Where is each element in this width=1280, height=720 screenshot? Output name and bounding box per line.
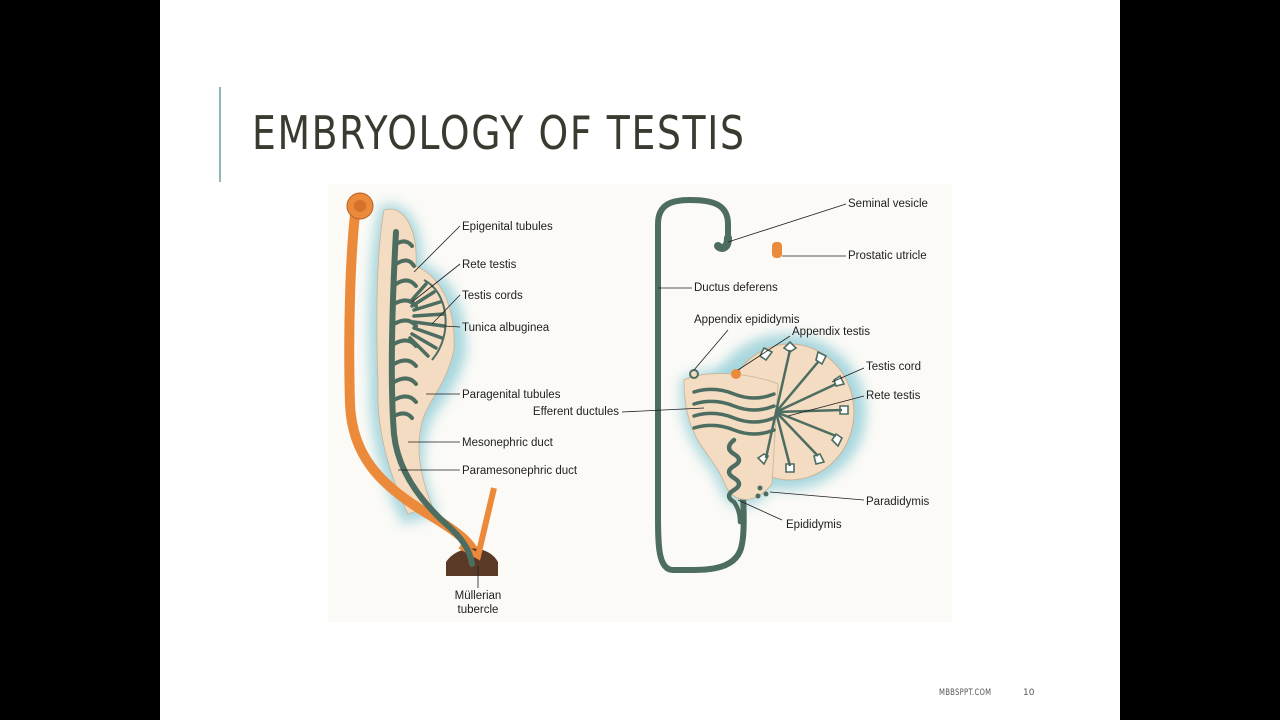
epididymis-body — [683, 373, 779, 500]
label-testis-cord: Testis cord — [866, 361, 921, 373]
tunica-albuginea — [423, 279, 447, 361]
mesonephric-tubules — [392, 239, 418, 420]
label-prostatic-utricle: Prostatic utricle — [848, 250, 927, 262]
embryology-figure: Epigenital tubules Rete testis Testis co… — [328, 184, 952, 622]
slide-title: EMBRYOLOGY OF TESTIS — [252, 106, 746, 160]
epididymis-coil — [726, 437, 743, 525]
label-testis-cords: Testis cords — [462, 290, 523, 302]
appendix-epididymis — [689, 369, 699, 379]
label-rete-testis-right: Rete testis — [866, 390, 921, 402]
title-accent-bar — [219, 87, 221, 182]
page-number: 10 — [1023, 688, 1035, 698]
label-ductus-deferens: Ductus deferens — [694, 282, 778, 294]
footer-site: MBBSPPT.COM — [939, 688, 992, 698]
ductus-deferens — [655, 196, 747, 573]
right-cord-spokes — [764, 349, 843, 467]
testis-cords — [408, 282, 446, 358]
label-seminal-vesicle: Seminal vesicle — [848, 198, 928, 210]
label-tunica-albuginea: Tunica albuginea — [462, 322, 550, 334]
label-appendix-testis: Appendix testis — [792, 326, 870, 338]
label-appendix-epididymis: Appendix epididymis — [694, 314, 800, 326]
paradidymis — [755, 485, 769, 499]
label-efferent-ductules: Efferent ductules — [533, 406, 619, 418]
label-paradidymis: Paradidymis — [866, 496, 930, 508]
prostatic-utricle — [772, 242, 782, 258]
slide: EMBRYOLOGY OF TESTIS — [160, 0, 1120, 720]
fimbria-center — [354, 200, 366, 212]
appendix-testis — [731, 369, 741, 379]
seminal-vesicle — [714, 234, 732, 252]
label-mullerian: Müllerian — [455, 590, 502, 602]
right-testis-cords — [756, 340, 849, 473]
label-epigenital-tubules: Epigenital tubules — [462, 221, 553, 233]
label-mesonephric-duct: Mesonephric duct — [462, 437, 554, 449]
right-leader-lines — [621, 203, 865, 521]
label-paragenital-tubules: Paragenital tubules — [462, 389, 561, 401]
label-rete-testis-left: Rete testis — [462, 259, 517, 271]
left-leader-lines — [398, 225, 479, 588]
efferent-ductules — [692, 387, 776, 436]
label-paramesonephric-duct: Paramesonephric duct — [462, 465, 578, 477]
figure-svg: Epigenital tubules Rete testis Testis co… — [344, 192, 930, 616]
left-diagram: Epigenital tubules Rete testis Testis co… — [344, 192, 578, 616]
mesonephric-duct — [388, 229, 475, 567]
right-diagram: Seminal vesicle Prostatic utricle Ductus… — [533, 196, 930, 573]
label-tubercle: tubercle — [458, 604, 499, 616]
label-epididymis: Epididymis — [786, 519, 842, 531]
